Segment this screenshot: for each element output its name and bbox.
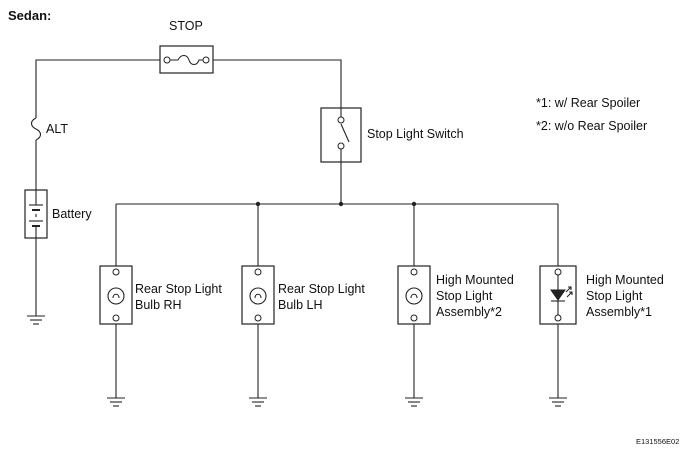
- load-label-line3: Assembly*2: [436, 305, 502, 319]
- load-label-line2: Bulb LH: [278, 298, 322, 312]
- alternator-icon: ALT: [30, 117, 68, 141]
- bulb-icon: [107, 287, 125, 305]
- fuse-label: STOP: [169, 19, 203, 33]
- load-rear-bulb-rh: Rear Stop Light Bulb RH: [99, 204, 222, 407]
- load-label-line2: Stop Light: [586, 289, 643, 303]
- figure-code: E131556E02: [636, 437, 679, 446]
- stop-light-switch: Stop Light Switch: [320, 107, 464, 163]
- bus-wire: [116, 162, 558, 207]
- led-icon: [550, 275, 573, 315]
- ground-icon: [249, 397, 267, 407]
- load-label-line1: Rear Stop Light: [278, 282, 365, 296]
- battery: Battery: [24, 189, 92, 239]
- load-label-line2: Bulb RH: [135, 298, 182, 312]
- diagram-title: Sedan:: [8, 8, 51, 23]
- bulb-icon: [249, 287, 267, 305]
- load-rear-bulb-lh: Rear Stop Light Bulb LH: [241, 204, 365, 407]
- load-high-mounted-1: High Mounted Stop Light Assembly*1: [539, 204, 664, 407]
- ground-icon: [107, 397, 125, 407]
- ground-icon: [27, 315, 45, 325]
- switch-label: Stop Light Switch: [367, 127, 464, 141]
- note-rear-spoiler: *1: w/ Rear Spoiler: [536, 96, 640, 110]
- battery-label: Battery: [52, 207, 92, 221]
- ground-icon: [405, 397, 423, 407]
- load-high-mounted-2: High Mounted Stop Light Assembly*2: [397, 204, 514, 407]
- note-no-rear-spoiler: *2: w/o Rear Spoiler: [536, 119, 647, 133]
- stop-fuse: STOP: [159, 19, 214, 74]
- load-label-line1: Rear Stop Light: [135, 282, 222, 296]
- load-label-line2: Stop Light: [436, 289, 493, 303]
- ground-icon: [549, 397, 567, 407]
- load-label-line1: High Mounted: [586, 273, 664, 287]
- alt-label: ALT: [46, 122, 68, 136]
- bulb-icon: [405, 287, 423, 305]
- load-label-line3: Assembly*1: [586, 305, 652, 319]
- top-wire: [35, 59, 342, 316]
- load-label-line1: High Mounted: [436, 273, 514, 287]
